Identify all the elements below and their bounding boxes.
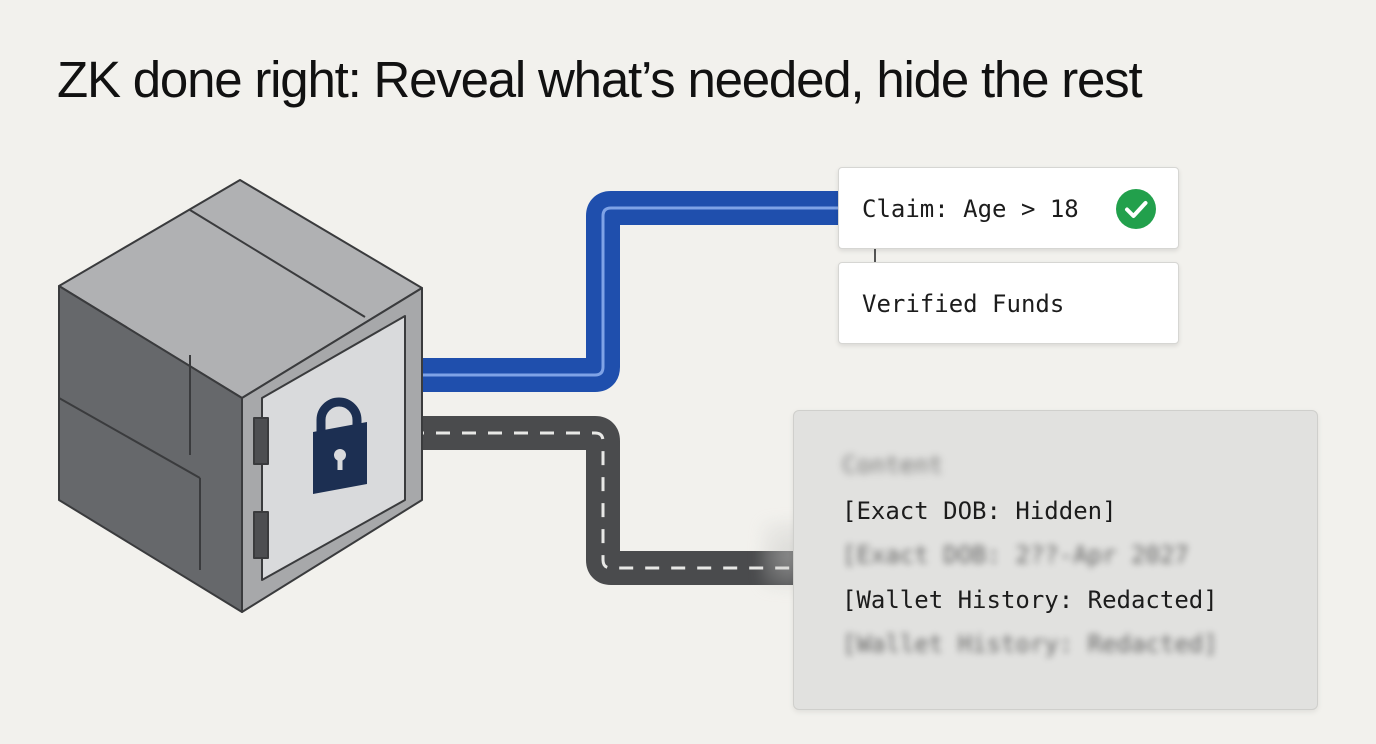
blurred-wallet-line: [Wallet History: Redacted]	[842, 630, 1218, 658]
blurred-content-heading: Content	[842, 451, 944, 479]
blurred-dob-line: [Exact DOB: 2??-Apr 2027	[842, 541, 1189, 569]
claim-card: Claim: Age > 18	[838, 167, 1179, 249]
verified-funds-card: Verified Funds	[838, 262, 1179, 344]
padlock-icon	[313, 397, 367, 494]
check-circle-icon	[1116, 189, 1156, 229]
redacted-wallet-line: [Wallet History: Redacted]	[842, 586, 1218, 614]
hidden-data-path	[410, 416, 800, 585]
hidden-dob-line: [Exact DOB: Hidden]	[842, 497, 1117, 525]
redacted-data-panel: Content [Exact DOB: Hidden] [Exact DOB: …	[793, 410, 1318, 710]
page-title: ZK done right: Reveal what’s needed, hid…	[57, 51, 1143, 108]
claim-label: Claim: Age > 18	[862, 195, 1079, 223]
reveal-data-path	[410, 191, 845, 392]
verified-funds-label: Verified Funds	[862, 290, 1065, 318]
safe-icon	[58, 179, 423, 613]
